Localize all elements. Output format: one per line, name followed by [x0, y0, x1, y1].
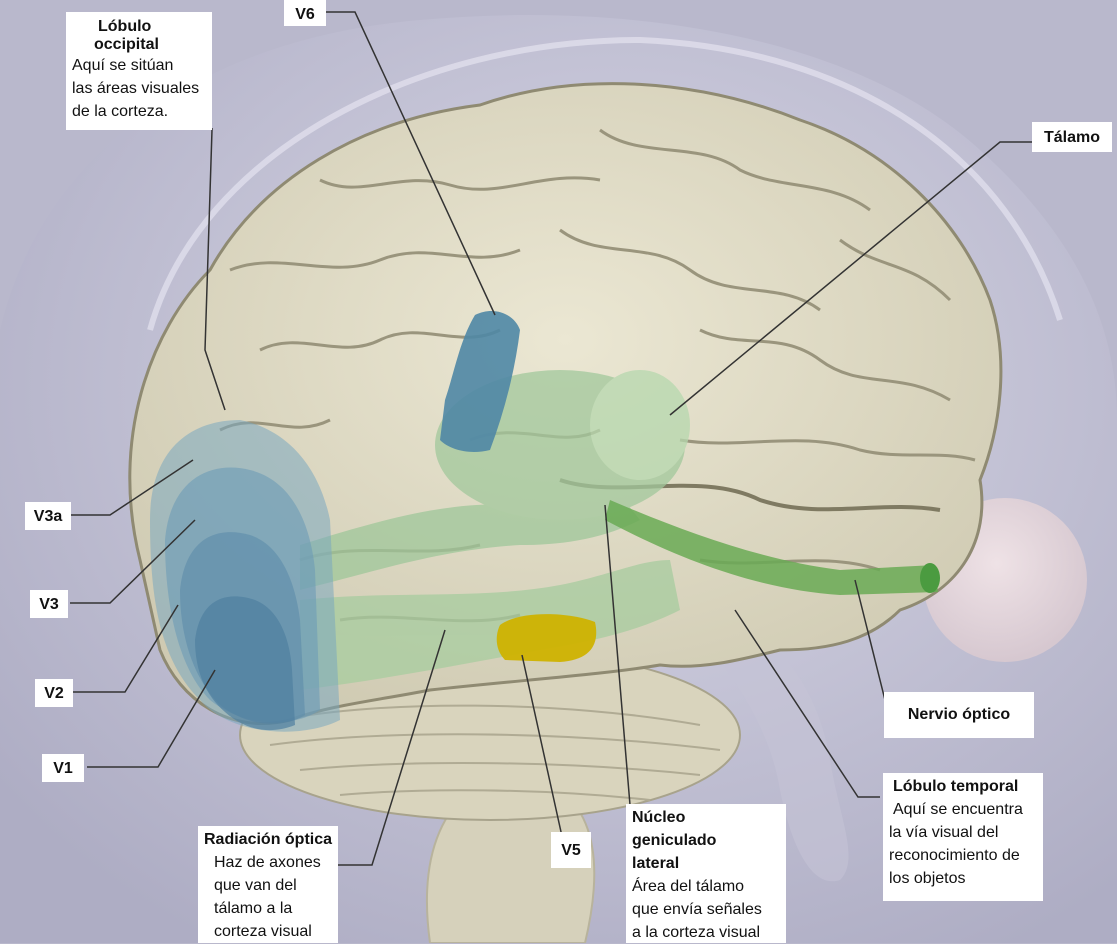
label-occipital-lobe: Lóbulo occipital Aquí se sitúan las área… [66, 12, 212, 130]
label-radiacion-optica: Radiación óptica Haz de axones que van d… [198, 826, 338, 943]
label-v6: V6 [284, 0, 326, 26]
occipital-desc-3: de la corteza. [72, 103, 169, 120]
visual-cortex-areas [150, 420, 340, 732]
label-v3: V3 [30, 590, 68, 618]
temporal-desc-3: reconocimiento de [889, 847, 1020, 864]
temporal-desc-1: Aquí se encuentra [893, 801, 1023, 818]
leader-lines [70, 11, 1032, 866]
label-v1: V1 [42, 754, 84, 782]
nucleo-title-2: geniculado [632, 832, 717, 849]
nucleo-desc-1: Área del tálamo [632, 878, 745, 895]
v6-area [440, 310, 520, 452]
occipital-title-1: Lóbulo [98, 18, 152, 35]
nucleo-title-1: Núcleo [632, 809, 686, 826]
nucleo-desc-3: a la corteza visual [632, 924, 761, 941]
nucleo-desc-2: que envía señales [632, 901, 762, 918]
occipital-title-2: occipital [94, 36, 159, 53]
occipital-desc-2: las áreas visuales [72, 80, 200, 97]
radiacion-desc-2: que van del [214, 877, 297, 894]
optic-nerve [605, 500, 938, 595]
temporal-title: Lóbulo temporal [893, 778, 1019, 795]
label-v3a: V3a [25, 502, 71, 530]
temporal-tail [720, 620, 849, 882]
radiacion-desc-1: Haz de axones [214, 854, 321, 871]
temporal-desc-4: los objetos [889, 870, 966, 887]
label-temporal-lobe: Lóbulo temporal Aquí se encuentra la vía… [883, 773, 1043, 901]
v5-area [496, 614, 597, 662]
label-nucleo-geniculado: Núcleo geniculado lateral Área del tálam… [626, 804, 786, 943]
temporal-desc-2: la vía visual del [889, 824, 999, 841]
label-nervio-optico: Nervio óptico [884, 692, 1034, 738]
radiacion-title: Radiación óptica [204, 831, 333, 848]
radiacion-desc-4: corteza visual [214, 923, 312, 940]
label-v2: V2 [35, 679, 73, 707]
label-talamo: Tálamo [1032, 122, 1112, 152]
label-v5: V5 [551, 832, 591, 868]
occipital-desc-1: Aquí se sitúan [72, 57, 174, 74]
nucleo-title-3: lateral [632, 855, 680, 872]
optic-pathway [300, 370, 690, 690]
radiacion-desc-3: tálamo a la [214, 900, 293, 917]
